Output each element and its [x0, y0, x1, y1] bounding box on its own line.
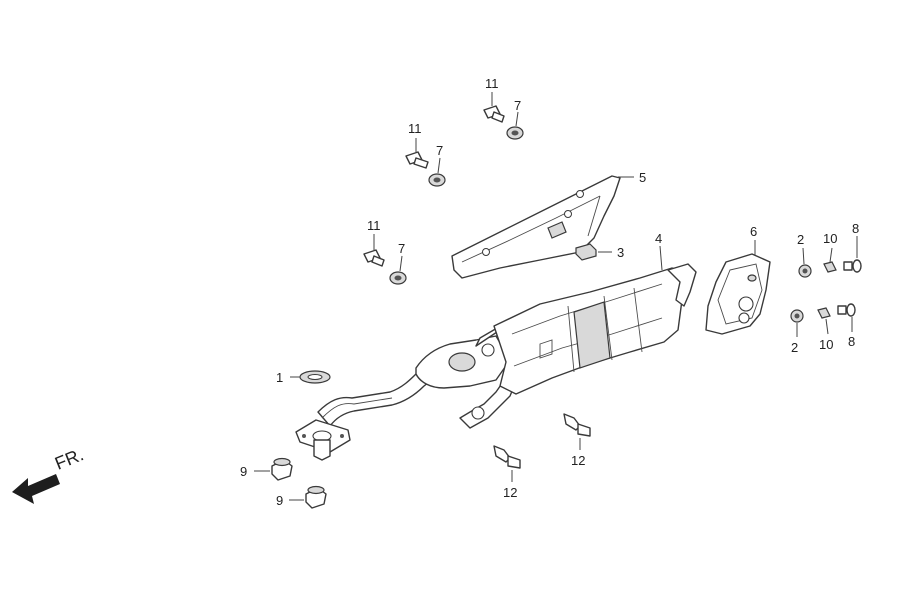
bolt-11-b	[405, 151, 429, 169]
bolt-11-a	[483, 105, 505, 123]
collar-10-a	[823, 261, 837, 273]
callout-6: 6	[750, 224, 757, 239]
bolt-8-a	[843, 259, 862, 273]
callout-8-a: 8	[852, 221, 859, 236]
nut-2-a	[798, 264, 812, 278]
clip-9-b	[305, 485, 327, 509]
exhaust-muffler-assembly	[295, 263, 697, 461]
bolt-12-b	[493, 445, 521, 469]
bolt-8-b	[837, 303, 856, 317]
front-direction-label: FR.	[52, 444, 86, 473]
clip-9-a	[271, 457, 293, 481]
grommet-7-b	[428, 173, 446, 187]
callout-7-c: 7	[398, 241, 405, 256]
callout-2-a: 2	[797, 232, 804, 247]
callout-11-c: 11	[367, 218, 381, 233]
callout-5: 5	[639, 170, 646, 185]
callout-4: 4	[655, 231, 662, 246]
callout-2-b: 2	[791, 340, 798, 355]
nut-2-b	[790, 309, 804, 323]
callout-3: 3	[617, 245, 624, 260]
callout-12-b: 12	[503, 485, 517, 500]
gasket-part	[299, 370, 331, 384]
callout-11-b: 11	[408, 121, 422, 136]
bolt-11-c	[363, 249, 385, 267]
bolt-12-a	[563, 413, 591, 437]
callout-1: 1	[276, 370, 283, 385]
callout-12-a: 12	[571, 453, 585, 468]
callout-11-a: 11	[485, 76, 499, 91]
callout-7-a: 7	[514, 98, 521, 113]
front-direction-arrow-icon	[12, 474, 60, 504]
callout-9-a: 9	[240, 464, 247, 479]
callout-10-a: 10	[823, 231, 837, 246]
callout-10-b: 10	[819, 337, 833, 352]
grommet-7-c	[389, 271, 407, 285]
heat-shield-cover	[451, 175, 621, 279]
end-cap-part	[705, 253, 771, 335]
callout-8-b: 8	[848, 334, 855, 349]
callout-9-b: 9	[276, 493, 283, 508]
collar-10-b	[817, 307, 831, 319]
grommet-7-a	[506, 126, 524, 140]
callout-7-b: 7	[436, 143, 443, 158]
clip-part	[575, 243, 597, 261]
